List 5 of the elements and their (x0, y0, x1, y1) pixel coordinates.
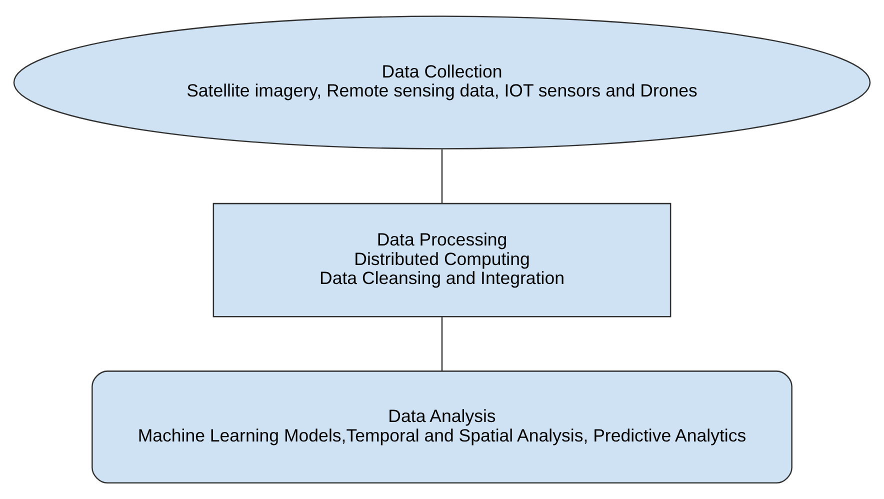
node-box: Data Analysis Machine Learning Models,Temporal and Spatial Analysis, Predictive Analytics (92, 370, 792, 484)
node-box: Data Processing Distributed Computing Data Cleansing and Integration (212, 202, 672, 318)
connector (441, 317, 443, 371)
node-ellipse: Data Collection Satellite imagery, Remote sensing data, IOT sensors and Drones (13, 16, 871, 150)
connector (441, 149, 443, 204)
